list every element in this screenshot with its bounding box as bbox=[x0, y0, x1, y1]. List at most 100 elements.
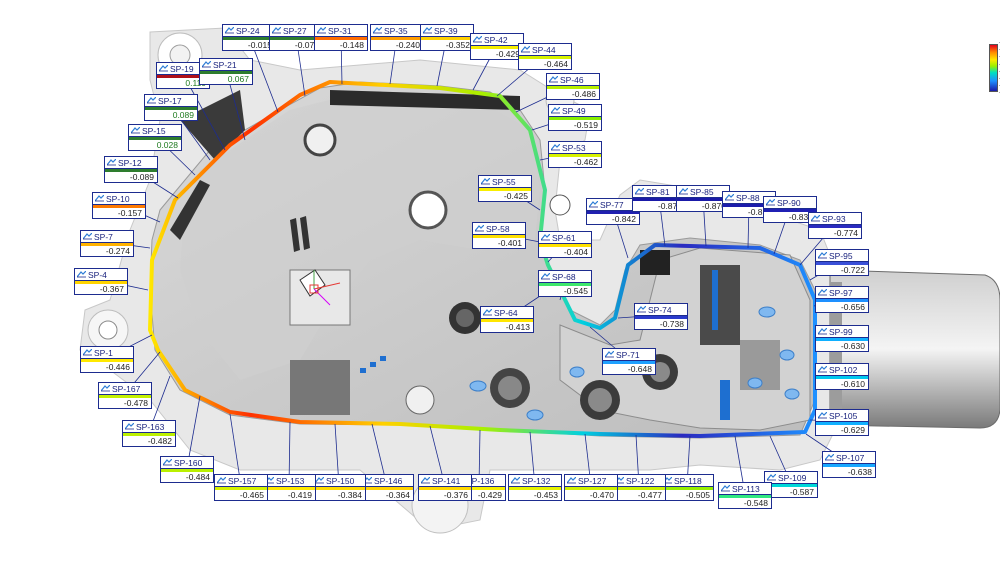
point-label[interactable]: SP-163-0.482 bbox=[122, 420, 176, 447]
measurement-point-icon bbox=[107, 159, 116, 166]
point-label[interactable]: SP-53-0.462 bbox=[548, 141, 602, 168]
point-label[interactable]: SP-74-0.738 bbox=[634, 303, 688, 330]
point-label-header: SP-160 bbox=[161, 457, 213, 469]
point-label-header: SP-97 bbox=[816, 287, 868, 299]
point-label[interactable]: SP-146-0.364 bbox=[360, 474, 414, 501]
deviation-value: -0.464 bbox=[543, 59, 568, 69]
point-label[interactable]: SP-160-0.484 bbox=[160, 456, 214, 483]
point-label[interactable]: SP-4-0.367 bbox=[74, 268, 128, 295]
deviation-value: -0.367 bbox=[99, 284, 124, 294]
point-label[interactable]: SP-97-0.656 bbox=[815, 286, 869, 313]
measurement-point-icon bbox=[811, 215, 820, 222]
measurement-point-icon bbox=[77, 271, 86, 278]
measurement-point-icon bbox=[551, 107, 560, 114]
point-label[interactable]: SP-85-0.870 bbox=[676, 185, 730, 212]
point-label[interactable]: SP-39-0.352 bbox=[420, 24, 474, 51]
measurement-point-icon bbox=[567, 477, 576, 484]
deviation-value: -0.079 bbox=[294, 40, 319, 50]
deviation-color-bar bbox=[371, 37, 423, 40]
deviation-color-bar bbox=[633, 198, 685, 201]
point-id: SP-24 bbox=[236, 25, 260, 36]
deviation-color-bar bbox=[129, 137, 181, 140]
point-label[interactable]: SP-35-0.240 bbox=[370, 24, 424, 51]
point-label[interactable]: SP-44-0.464 bbox=[518, 43, 572, 70]
point-id: SP-74 bbox=[648, 304, 672, 315]
point-label[interactable]: SP-102-0.610 bbox=[815, 363, 869, 390]
point-id: SP-146 bbox=[374, 475, 403, 486]
point-label-header: SP-95 bbox=[816, 250, 868, 262]
point-label[interactable]: SP-95-0.722 bbox=[815, 249, 869, 276]
point-label[interactable]: SP-58-0.401 bbox=[472, 222, 526, 249]
measurement-point-icon bbox=[131, 127, 140, 134]
coordinate-triad bbox=[309, 270, 341, 306]
deviation-color-bar bbox=[105, 169, 157, 172]
point-label[interactable]: SP-24-0.015 bbox=[222, 24, 276, 51]
point-label[interactable]: SP-153-0.419 bbox=[262, 474, 316, 501]
point-label[interactable]: SP-12-0.089 bbox=[104, 156, 158, 183]
measurement-point-icon bbox=[83, 233, 92, 240]
deviation-color-bar bbox=[549, 154, 601, 157]
point-label[interactable]: SP-109-0.587 bbox=[764, 471, 818, 498]
deviation-color-bar bbox=[816, 262, 868, 265]
point-label[interactable]: SP-127-0.470 bbox=[564, 474, 618, 501]
point-label-header: SP-122 bbox=[613, 475, 665, 487]
point-label[interactable]: SP-71-0.648 bbox=[602, 348, 656, 375]
measurement-point-icon bbox=[147, 97, 156, 104]
point-label[interactable]: SP-31-0.148 bbox=[314, 24, 368, 51]
deviation-value: 0.110 bbox=[185, 78, 206, 88]
deviation-color-bar bbox=[315, 37, 367, 40]
deviation-color-bar bbox=[816, 299, 868, 302]
point-label[interactable]: SP-141-0.376 bbox=[418, 474, 472, 501]
point-label[interactable]: SP-105-0.629 bbox=[815, 409, 869, 436]
measurement-point-icon bbox=[549, 76, 558, 83]
point-label[interactable]: SP-49-0.519 bbox=[548, 104, 602, 131]
measurement-point-icon bbox=[125, 423, 134, 430]
measurement-point-icon bbox=[679, 188, 688, 195]
point-id: SP-10 bbox=[106, 193, 130, 204]
point-label[interactable]: SP-1-0.446 bbox=[80, 346, 134, 373]
point-label[interactable]: SP-113-0.548 bbox=[718, 482, 772, 509]
point-label[interactable]: SP-132-0.453 bbox=[508, 474, 562, 501]
point-label-header: SP-99 bbox=[816, 326, 868, 338]
deviation-color-bar bbox=[719, 495, 771, 498]
point-label-header: SP-90 bbox=[764, 197, 816, 209]
point-label[interactable]: SP-167-0.478 bbox=[98, 382, 152, 409]
point-label[interactable]: SP-90-0.831 bbox=[763, 196, 817, 223]
deviation-color-bar bbox=[471, 46, 523, 49]
point-label[interactable]: SP-157-0.465 bbox=[214, 474, 268, 501]
point-id: SP-71 bbox=[616, 349, 640, 360]
point-label[interactable]: SP-61-0.404 bbox=[538, 231, 592, 258]
deviation-value: -0.587 bbox=[789, 487, 814, 497]
point-label-header: SP-74 bbox=[635, 304, 687, 316]
point-label[interactable]: SP-10-0.157 bbox=[92, 192, 146, 219]
point-label[interactable]: SP-55-0.425 bbox=[478, 175, 532, 202]
deviation-color-bar bbox=[81, 359, 133, 362]
measurement-point-icon bbox=[605, 351, 614, 358]
point-label[interactable]: SP-46-0.486 bbox=[546, 73, 600, 100]
point-label[interactable]: SP-7-0.274 bbox=[80, 230, 134, 257]
deviation-color-bar bbox=[816, 422, 868, 425]
point-label[interactable]: SP-118-0.505 bbox=[660, 474, 714, 501]
deviation-value: -0.446 bbox=[105, 362, 130, 372]
point-label[interactable]: SP-77-0.842 bbox=[586, 198, 640, 225]
point-label[interactable]: SP-64-0.413 bbox=[480, 306, 534, 333]
point-id: SP-167 bbox=[112, 383, 141, 394]
measurement-point-icon bbox=[818, 412, 827, 419]
point-id: SP-157 bbox=[228, 475, 257, 486]
point-label[interactable]: SP-42-0.429 bbox=[470, 33, 524, 60]
point-label-header: SP-141 bbox=[419, 475, 471, 487]
measurement-point-icon bbox=[725, 194, 734, 201]
point-label[interactable]: SP-99-0.630 bbox=[815, 325, 869, 352]
point-label[interactable]: SP-122-0.477 bbox=[612, 474, 666, 501]
point-label[interactable]: SP-93-0.774 bbox=[808, 212, 862, 239]
point-label-header: SP-105 bbox=[816, 410, 868, 422]
point-label[interactable]: SP-68-0.545 bbox=[538, 270, 592, 297]
measurement-point-icon bbox=[818, 289, 827, 296]
point-label[interactable]: SP-107-0.638 bbox=[822, 451, 876, 478]
measurement-point-icon bbox=[767, 474, 776, 481]
point-label[interactable]: SP-150-0.384 bbox=[312, 474, 366, 501]
deviation-color-bar bbox=[473, 235, 525, 238]
